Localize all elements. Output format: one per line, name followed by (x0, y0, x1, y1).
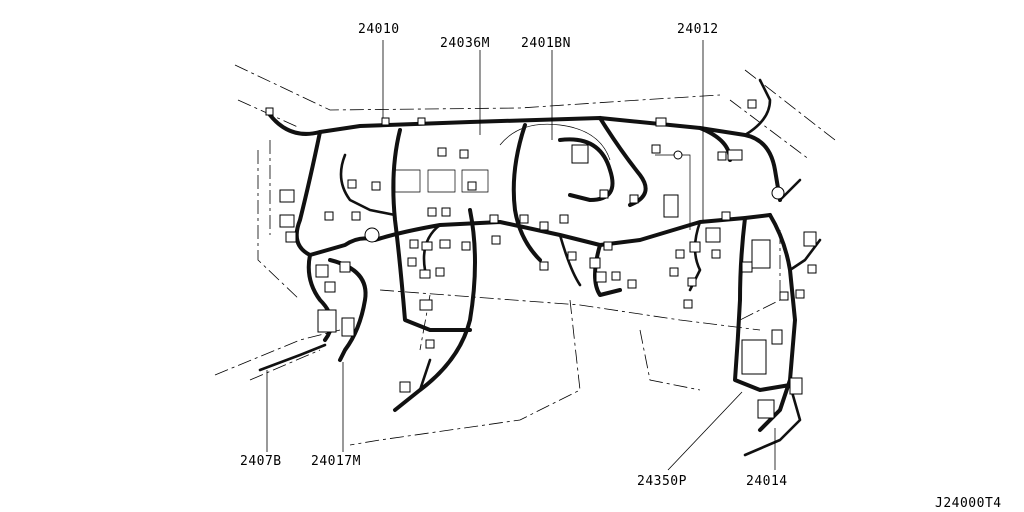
main-harness (258, 78, 822, 457)
part-label-24010: 24010 (358, 22, 400, 37)
leader-lines (266, 40, 776, 471)
part-label-24017m: 24017M (311, 454, 361, 469)
part-label-24018n: 2401BN (521, 36, 571, 51)
part-label-24350p: 24350P (637, 474, 687, 489)
part-label-24036m: 24036M (440, 36, 490, 51)
part-label-24014: 24014 (746, 474, 788, 489)
part-label-24012: 24012 (677, 22, 719, 37)
part-label-24078: 2407B (240, 454, 282, 469)
connectors (265, 99, 817, 419)
figure-code: J24000T4 (935, 496, 1002, 511)
